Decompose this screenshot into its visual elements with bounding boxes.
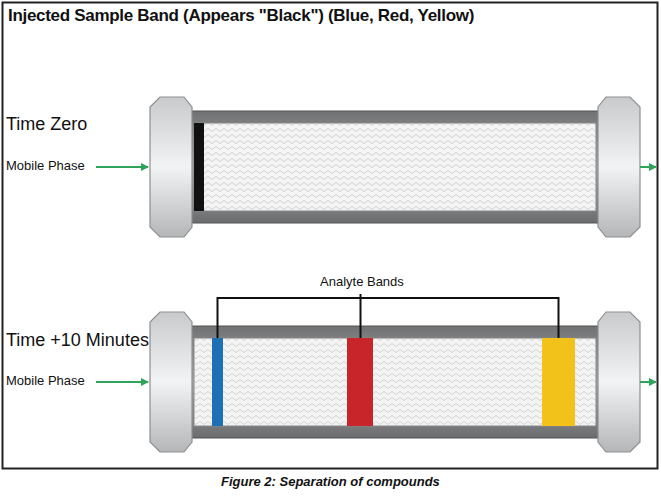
time-label: Time +10 Minutes	[6, 330, 149, 351]
bracket-label: Analyte Bands	[318, 274, 406, 289]
diagram-title: Injected Sample Band (Appears "Black") (…	[8, 6, 474, 26]
time-label: Time Zero	[6, 114, 87, 135]
figure-caption: Figure 2: Separation of compounds	[221, 474, 440, 489]
flow-label: Mobile Phase	[6, 373, 85, 388]
flow-label: Mobile Phase	[6, 158, 85, 173]
